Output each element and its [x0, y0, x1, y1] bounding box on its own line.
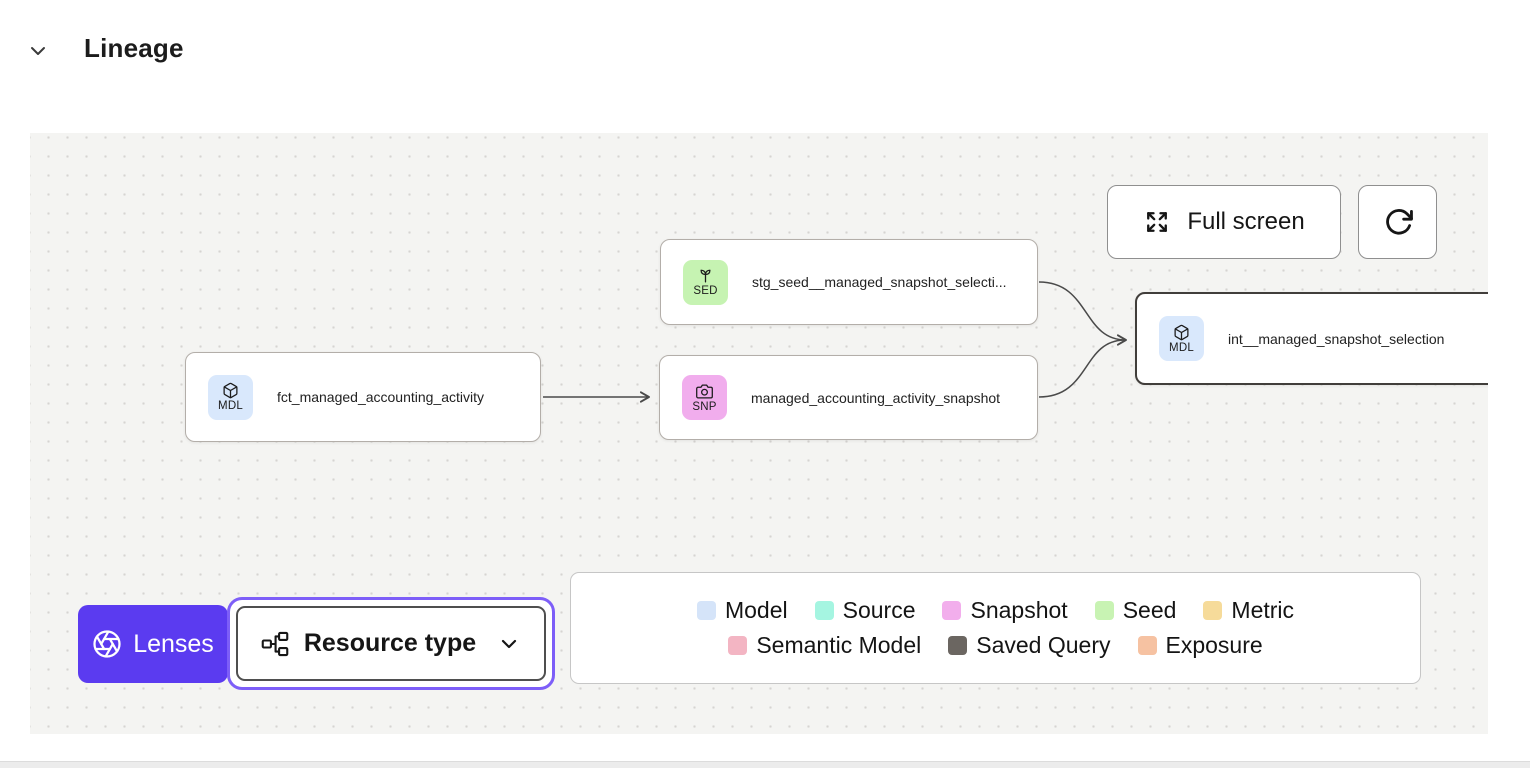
resource-type-focus-ring: Resource type [227, 597, 555, 690]
legend-item-snapshot: Snapshot [942, 597, 1068, 624]
lineage-node-stg-seed-managed-snapshot-selection[interactable]: SED stg_seed__managed_snapshot_selecti..… [660, 239, 1038, 325]
chevron-down-icon [502, 639, 517, 648]
model-cube-icon [223, 382, 238, 399]
node-label: managed_accounting_activity_snapshot [751, 389, 1001, 406]
legend-item-semantic-model: Semantic Model [728, 632, 921, 659]
node-label: stg_seed__managed_snapshot_selecti... [752, 274, 1007, 290]
resource-type-dropdown[interactable]: Resource type [236, 606, 546, 681]
legend-item-saved-query: Saved Query [948, 632, 1111, 659]
lineage-node-int-managed-snapshot-selection-selected[interactable]: MDL int__managed_snapshot_selection [1135, 292, 1488, 385]
collapse-section-button[interactable] [26, 38, 52, 64]
hierarchy-icon [261, 631, 289, 656]
resource-type-legend: Model Source Snapshot Seed Metric Semant… [570, 572, 1421, 684]
refresh-icon [1385, 209, 1413, 235]
seed-badge: SED [683, 259, 728, 305]
snapshot-color-swatch [942, 601, 962, 620]
bottom-divider [0, 761, 1530, 768]
legend-label: Seed [1122, 597, 1177, 623]
edge-stg-to-int [1038, 281, 1127, 346]
aperture-icon [93, 630, 121, 658]
legend-item-model: Model [696, 597, 788, 624]
source-color-swatch [814, 601, 834, 620]
legend-label: Snapshot [970, 597, 1068, 623]
legend-label: Metric [1231, 597, 1295, 623]
badge-label: SED [693, 285, 718, 297]
model-cube-icon [1174, 324, 1189, 340]
legend-item-metric: Metric [1203, 597, 1294, 624]
chevron-down-icon [31, 47, 45, 55]
page-title: Lineage [84, 33, 184, 63]
legend-row-2: Semantic Model Saved Query Exposure [571, 632, 1420, 659]
resource-type-label: Resource type [303, 629, 477, 657]
legend-label: Exposure [1165, 632, 1263, 658]
legend-item-exposure: Exposure [1137, 632, 1263, 659]
legend-label: Model [724, 597, 788, 623]
legend-label: Semantic Model [756, 632, 922, 658]
metric-color-swatch [1203, 601, 1223, 620]
node-label: int__managed_snapshot_selection [1228, 330, 1445, 347]
badge-label: MDL [218, 400, 243, 412]
lineage-canvas[interactable]: Full screen SED stg_seed__managed_snapsh… [30, 133, 1488, 734]
edge-snapshot-to-int [1038, 339, 1125, 398]
lenses-label: Lenses [133, 629, 214, 658]
expand-arrows-icon [1147, 212, 1168, 232]
exposure-color-swatch [1137, 636, 1157, 655]
full-screen-label: Full screen [1187, 208, 1305, 235]
badge-label: SNP [692, 400, 717, 413]
model-color-swatch [696, 601, 716, 620]
legend-label: Source [842, 597, 916, 623]
seed-color-swatch [1094, 601, 1114, 620]
lineage-header: Lineage [0, 0, 1530, 100]
node-label: fct_managed_accounting_activity [277, 389, 485, 405]
semantic-model-color-swatch [728, 636, 748, 655]
saved-query-color-swatch [948, 636, 968, 655]
legend-row-1: Model Source Snapshot Seed Metric [571, 597, 1420, 624]
badge-label: MDL [1169, 341, 1194, 354]
seed-sprout-icon [700, 269, 711, 283]
model-badge: MDL [208, 374, 253, 420]
refresh-button[interactable] [1358, 185, 1437, 259]
legend-label: Saved Query [976, 632, 1111, 658]
snapshot-badge: SNP [682, 375, 727, 420]
lineage-node-fct-managed-accounting-activity[interactable]: MDL fct_managed_accounting_activity [185, 352, 541, 442]
lenses-button[interactable]: Lenses [78, 605, 228, 683]
full-screen-button[interactable]: Full screen [1107, 185, 1341, 259]
legend-item-source: Source [814, 597, 916, 624]
snapshot-camera-icon [696, 383, 713, 399]
legend-item-seed: Seed [1094, 597, 1177, 624]
lineage-node-managed-accounting-activity-snapshot[interactable]: SNP managed_accounting_activity_snapshot [659, 355, 1038, 440]
model-badge: MDL [1159, 316, 1204, 361]
